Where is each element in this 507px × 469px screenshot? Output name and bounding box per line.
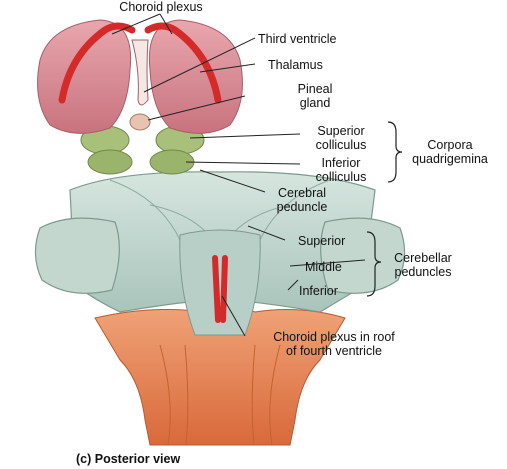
label-choroid-plexus-roof: Choroid plexus in roof of fourth ventric…: [273, 330, 395, 358]
label-corpora-quadrigemina: Corpora quadrigemina: [412, 138, 488, 166]
corpora-bracket: [387, 121, 403, 183]
cerebellar-bracket: [366, 231, 382, 297]
label-choroid-plexus: Choroid plexus: [119, 0, 203, 14]
fourth-ventricle: [179, 229, 261, 336]
left-choroid-plexus: [58, 22, 136, 104]
right-thalamus: [148, 19, 243, 134]
label-inferior: Inferior: [299, 284, 338, 298]
label-cerebellar-peduncles: Cerebellar peduncles: [394, 251, 452, 279]
label-superior: Superior: [298, 234, 346, 248]
label-thalamus: Thalamus: [268, 58, 323, 72]
third-ventricle: [131, 39, 149, 106]
label-cerebral-peduncle: Cerebral peduncle: [276, 186, 328, 214]
pineal-gland: [129, 113, 151, 131]
left-thalamus: [37, 19, 132, 134]
right-choroid-plexus: [144, 22, 222, 104]
right-cerebellar-peduncle: [320, 217, 406, 294]
left-inferior-colliculus: [87, 149, 133, 175]
leader-lines: [111, 13, 366, 337]
label-inferior-colliculus: Inferior colliculus: [315, 156, 367, 184]
fourth-ventricle-choroid-plexus: [212, 255, 228, 323]
label-middle: Middle: [305, 260, 342, 274]
left-cerebellar-peduncle: [34, 217, 120, 294]
label-superior-colliculus: Superior colliculus: [315, 124, 367, 152]
label-third-ventricle: Third ventricle: [258, 32, 337, 46]
label-pineal-gland: Pineal gland: [297, 82, 333, 110]
figure-caption: (c) Posterior view: [76, 452, 181, 466]
